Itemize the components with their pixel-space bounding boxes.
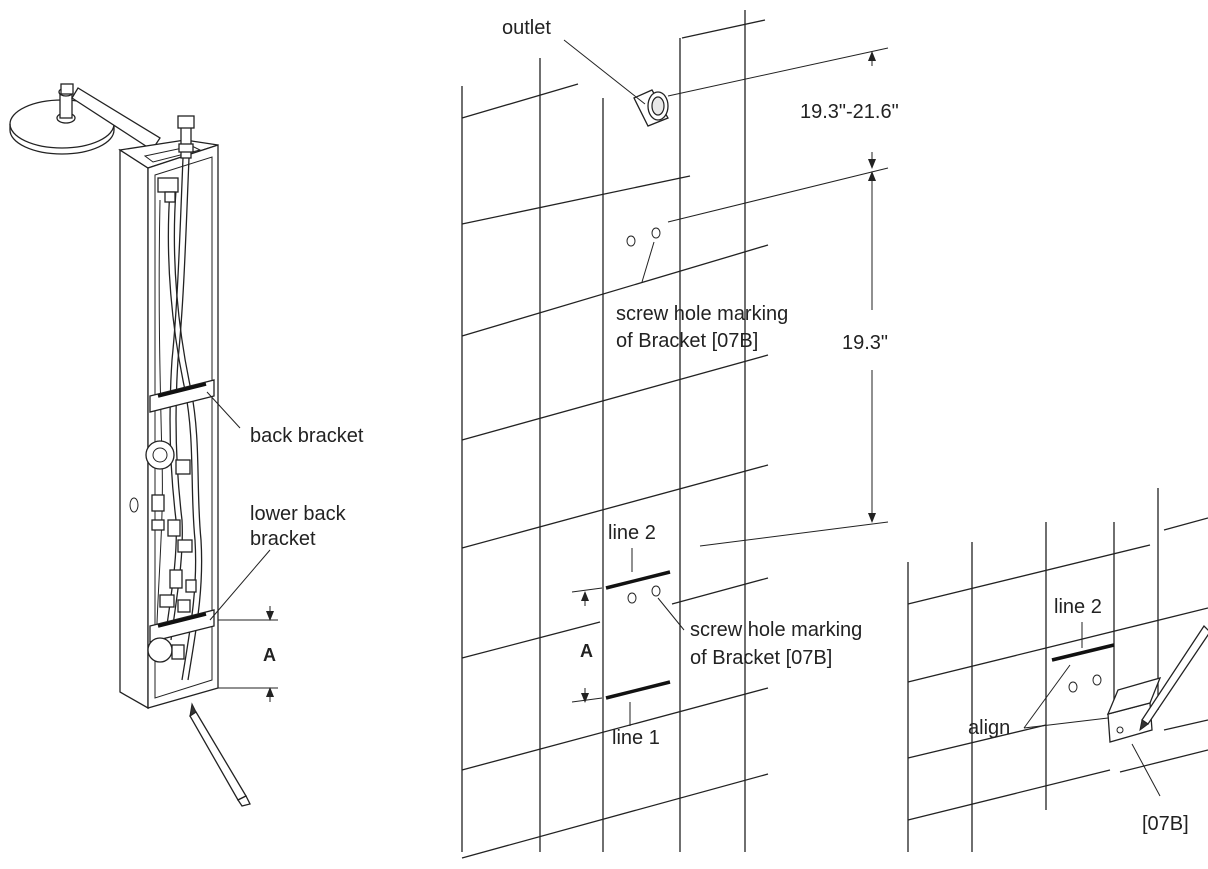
dimension-a-mid: A [571,587,603,703]
line2-right-label: line 2 [1054,596,1102,618]
wall-grid-right [907,488,1208,852]
line1-mid-mark [605,680,671,700]
dim-a-panel-label: A [263,645,276,665]
dim-a-mid-label: A [580,641,593,661]
screw-lower-label-2: of Bracket [07B] [690,647,832,669]
screw-holes-right [1068,674,1102,693]
screw-upper-label-2: of Bracket [07B] [616,330,758,352]
outlet-leader [563,39,646,105]
pencil-icon [189,702,251,807]
back-bracket-label: back bracket [250,425,364,447]
dimension-a-panel: A [218,606,278,702]
back-bracket-leader [206,391,241,429]
dim-mid-label: 19.3" [842,332,888,354]
lower-back-bracket-label-1: lower back [250,503,347,525]
dimension-mid: 19.3" [699,171,889,547]
outlet-label: outlet [502,17,551,39]
bracket-07b-icon [1106,677,1162,743]
screw-holes-upper [626,227,661,247]
bracket-code-label: [07B] [1142,813,1189,835]
line2-mid-mark [605,570,671,590]
outlet-pipe-icon [633,89,669,127]
pencil-right-icon [1139,624,1208,732]
line2-mid-label: line 2 [608,522,656,544]
line2-right-mark [1051,643,1115,662]
dimension-top: 19.3"-21.6" [667,47,899,169]
screw-lower-label-1: screw hole marking [690,619,862,641]
lower-back-bracket-leader [209,549,271,621]
shower-panel [9,83,219,710]
align-label: align [968,717,1010,739]
lower-back-bracket-label-2: bracket [250,528,316,550]
shower-head-icon [9,83,161,155]
screw-holes-lower [627,585,661,604]
wall-grid-middle [461,10,769,859]
line1-mid-label: line 1 [612,727,660,749]
screw-upper-label-1: screw hole marking [616,303,788,325]
dim-top-label: 19.3"-21.6" [800,101,899,123]
